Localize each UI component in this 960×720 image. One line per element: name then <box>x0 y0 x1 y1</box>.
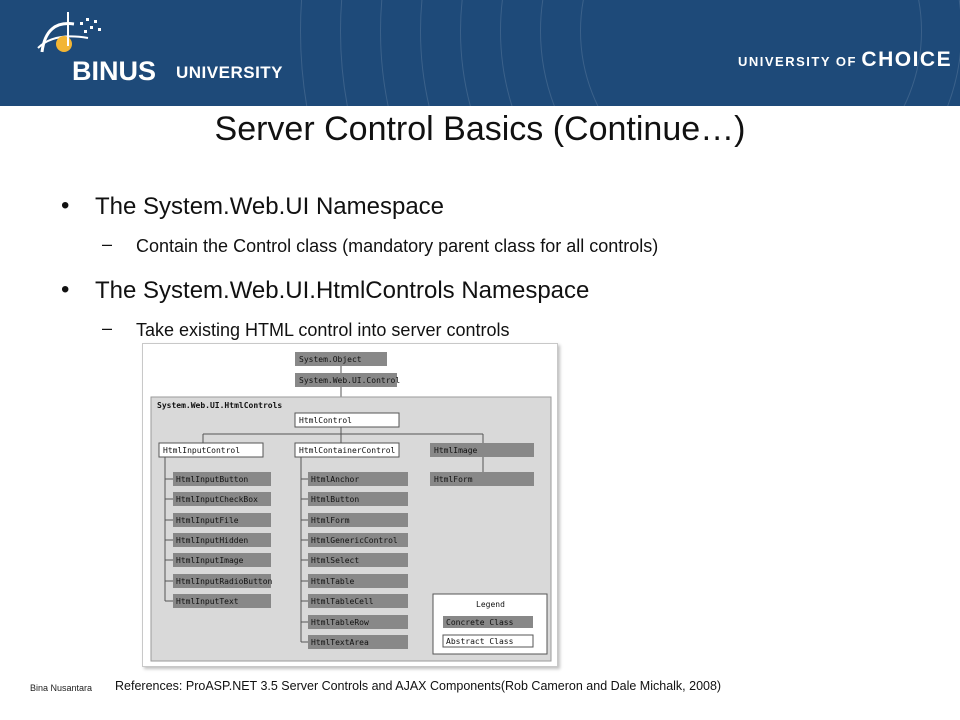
dash-icon: – <box>102 318 113 338</box>
node-html-input-file <box>173 513 271 527</box>
node-html-input-image-label: HtmlInputImage <box>176 556 244 565</box>
node-html-table-row <box>308 615 408 629</box>
legend-concrete-label: Concrete Class <box>446 618 514 627</box>
binus-logo-icon <box>37 12 101 53</box>
node-html-generic-control-label: HtmlGenericControl <box>311 536 398 545</box>
logo-wordmark: BINUS <box>72 56 157 86</box>
logo-university: UNIVERSITY <box>176 63 284 82</box>
tagline: UNIVERSITY OF CHOICE <box>738 48 952 72</box>
bullet-text: The System.Web.UI.HtmlControls Namespace <box>95 277 590 304</box>
class-hierarchy-diagram: System.Object System.Web.UI.Control Syst… <box>142 343 558 667</box>
node-html-form <box>308 513 408 527</box>
node-html-text-area <box>308 635 408 649</box>
references-text: References: ProASP.NET 3.5 Server Contro… <box>115 679 722 693</box>
node-html-input-hidden-label: HtmlInputHidden <box>176 536 248 545</box>
node-html-form-label: HtmlForm <box>311 516 350 525</box>
node-system-web-ui-control <box>295 373 397 387</box>
node-html-table <box>308 574 408 588</box>
node-html-input-button-label: HtmlInputButton <box>176 475 248 484</box>
bullet-dot-icon: • <box>61 276 70 303</box>
sub-bullet-item: – Take existing HTML control into server… <box>102 318 510 341</box>
footer-author: Bina Nusantara <box>30 683 93 693</box>
node-html-image <box>430 443 534 457</box>
decor-arc <box>300 0 960 106</box>
node-html-select <box>308 553 408 567</box>
node-html-input-image <box>173 553 271 567</box>
legend-concrete-swatch <box>443 616 533 628</box>
header-banner: BINUS UNIVERSITY UNIVERSITY OF CHOICE <box>0 0 960 106</box>
decor-arc <box>380 0 960 106</box>
sub-bullet-item: – Contain the Control class (mandatory p… <box>102 234 659 257</box>
sub-bullet-text: Contain the Control class (mandatory par… <box>136 236 659 256</box>
node-html-input-radio-button <box>173 574 271 588</box>
node-html-input-checkbox-label: HtmlInputCheckBox <box>176 495 258 504</box>
legend-title: Legend <box>476 600 505 609</box>
decor-arc <box>340 0 960 106</box>
legend-abstract-label: Abstract Class <box>446 637 514 646</box>
node-html-generic-control <box>308 533 408 547</box>
node-html-input-control-label: HtmlInputControl <box>163 446 240 455</box>
node-html-anchor <box>308 472 408 486</box>
node-html-input-file-label: HtmlInputFile <box>176 516 239 525</box>
bullet-item: • The System.Web.UI Namespace <box>61 192 445 221</box>
node-html-table-cell <box>308 594 408 608</box>
node-html-input-hidden <box>173 533 271 547</box>
node-html-table-label: HtmlTable <box>311 577 355 586</box>
node-html-text-area-label: HtmlTextArea <box>311 638 369 647</box>
node-html-container-control <box>294 442 400 458</box>
node-html-input-button <box>173 472 271 486</box>
dash-icon: – <box>102 234 113 254</box>
node-html-input-checkbox <box>173 492 271 506</box>
node-html-table-row-label: HtmlTableRow <box>311 618 369 627</box>
bullet-text: The System.Web.UI Namespace <box>95 193 445 220</box>
node-system-object <box>295 352 387 366</box>
bullet-dot-icon: • <box>61 192 70 219</box>
node-html-form-2-label: HtmlForm <box>434 475 473 484</box>
node-html-table-cell-label: HtmlTableCell <box>311 597 374 606</box>
legend-abstract-swatch <box>442 634 534 648</box>
slide-title: Server Control Basics (Continue…) <box>214 110 746 148</box>
namespace-label: System.Web.UI.HtmlControls <box>157 401 282 410</box>
decor-arc <box>540 0 960 106</box>
diagram-canvas: System.Object System.Web.UI.Control Syst… <box>150 352 552 662</box>
node-html-control <box>294 412 400 428</box>
node-html-control-label: HtmlControl <box>299 416 352 425</box>
sub-bullet-text: Take existing HTML control into server c… <box>136 320 510 340</box>
input-children: HtmlInputButton HtmlInputCheckBox HtmlIn… <box>165 472 273 608</box>
node-html-input-text-label: HtmlInputText <box>176 597 239 606</box>
node-html-form-2 <box>430 472 534 486</box>
decor-arc <box>420 0 960 106</box>
decor-arc <box>500 0 960 106</box>
tagline-prefix: UNIVERSITY OF <box>738 54 857 69</box>
bullet-item: • The System.Web.UI.HtmlControls Namespa… <box>61 276 590 305</box>
container-children: HtmlAnchor HtmlButton HtmlForm HtmlGener… <box>301 472 408 649</box>
node-html-button-label: HtmlButton <box>311 495 359 504</box>
node-html-container-control-label: HtmlContainerControl <box>299 446 396 455</box>
node-html-select-label: HtmlSelect <box>311 556 359 565</box>
decor-arc <box>460 0 960 106</box>
node-html-input-control <box>158 442 264 458</box>
node-html-button <box>308 492 408 506</box>
node-system-web-ui-control-label: System.Web.UI.Control <box>299 376 400 385</box>
node-system-object-label: System.Object <box>299 355 362 364</box>
node-html-image-label: HtmlImage <box>434 446 478 455</box>
node-html-input-radio-button-label: HtmlInputRadioButton <box>176 577 273 586</box>
node-html-anchor-label: HtmlAnchor <box>311 475 359 484</box>
node-html-input-text <box>173 594 271 608</box>
tagline-emphasis: CHOICE <box>861 48 953 71</box>
